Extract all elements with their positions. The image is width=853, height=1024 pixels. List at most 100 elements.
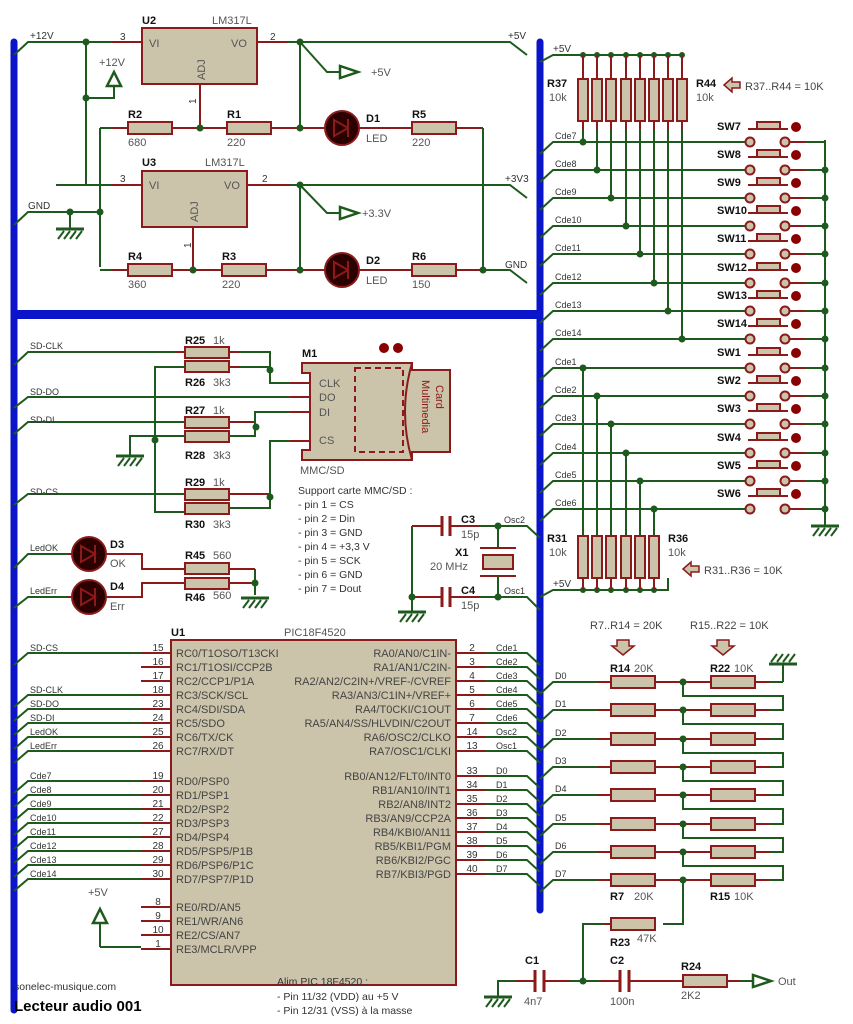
r4-val: 360: [128, 279, 146, 291]
net-label: Cde1: [496, 643, 518, 653]
mcu-ref: U1: [171, 627, 185, 639]
r7-val: 20K: [634, 891, 654, 903]
pin-number: 15: [152, 643, 164, 654]
pin-number: 9: [155, 911, 161, 922]
pin-number: 13: [466, 741, 478, 752]
r44-ref: R44: [696, 78, 717, 90]
r28-ref: R28: [185, 450, 205, 462]
m1-ref: M1: [302, 348, 317, 360]
pin-number: 17: [152, 671, 164, 682]
pin-number: 33: [466, 766, 478, 777]
wire: [682, 682, 784, 711]
r22-ref: R22: [710, 663, 730, 675]
wire: [13, 736, 141, 750]
r5-val: 220: [412, 137, 430, 149]
net-label: D0: [496, 766, 508, 776]
resistor: [610, 732, 656, 746]
switch-indicator: [791, 263, 801, 273]
pin-number: 28: [152, 841, 164, 852]
switch-indicator: [791, 376, 801, 386]
c2-val: 100n: [610, 996, 634, 1008]
r45-ref: R45: [185, 550, 205, 562]
net-label-osc1: Osc1: [504, 586, 525, 596]
switch-ref: SW14: [717, 318, 748, 330]
d4-val: Err: [110, 601, 125, 613]
r6-val: 150: [412, 279, 430, 291]
net-label: D2: [496, 794, 508, 804]
r37-val: 10k: [549, 92, 567, 104]
net-label: SD-CLK: [30, 685, 63, 695]
net-label: Cde6: [496, 713, 518, 723]
pin-number: 27: [152, 827, 164, 838]
pin-name: RD3/PSP3: [176, 818, 229, 830]
note-r31-r36: R31..R36 = 10K: [704, 565, 783, 577]
wire: [539, 367, 745, 381]
junction: [607, 420, 615, 428]
u3-part: LM317L: [205, 157, 245, 169]
net-label-3v3: +3V3: [505, 174, 529, 185]
r45-val: 560: [213, 550, 231, 562]
switch-button: [756, 205, 781, 214]
switch-contact: [779, 220, 791, 232]
drawing-title: Lecteur audio 001: [14, 998, 142, 1015]
net-label: Cde11: [555, 243, 581, 253]
wire: [486, 736, 541, 750]
switch-contact: [779, 475, 791, 487]
wire: [539, 480, 745, 494]
net-label: Cde11: [30, 827, 56, 837]
wire: [486, 845, 541, 859]
wire: [486, 652, 541, 666]
net-label: Cde5: [496, 699, 518, 709]
u2-vi: VI: [149, 38, 159, 50]
wire: [682, 795, 784, 825]
resistor: [610, 845, 656, 859]
pin-name: RC7/RX/DT: [176, 746, 234, 758]
net-label: D3: [555, 756, 567, 766]
switch-button: [756, 121, 781, 130]
wire: [486, 775, 541, 789]
sd-note-line: - pin 1 = CS: [298, 499, 354, 511]
switch-contact: [779, 164, 791, 176]
switch-ref: SW13: [717, 290, 747, 302]
r25-ref: R25: [185, 335, 205, 347]
wire: [13, 822, 141, 836]
resistor: [710, 788, 756, 802]
wire: [486, 859, 541, 873]
junction: [636, 477, 644, 485]
pin-name: RB0/AN12/FLT0/INT0: [344, 771, 451, 783]
pin-number: 21: [152, 799, 164, 810]
resistor: [605, 535, 617, 579]
switch-button: [756, 375, 781, 384]
terminal-3v3: +3.3V: [338, 205, 392, 221]
switch-ref: SW7: [717, 121, 741, 133]
pin-name: RA1/AN1/C2IN-: [373, 662, 451, 674]
resistor: [710, 675, 756, 689]
wire: [539, 338, 745, 352]
pin-number: 24: [152, 713, 164, 724]
switch-button: [756, 262, 781, 271]
wires-u3: [13, 181, 528, 270]
r5-ref: R5: [412, 109, 426, 121]
net-label: Cde14: [30, 869, 57, 879]
net-label: Cde3: [555, 413, 577, 423]
sd-note-line: - pin 6 = GND: [298, 569, 363, 581]
switch-contact: [779, 248, 791, 260]
pin-number: 22: [152, 813, 164, 824]
switch-indicator: [791, 489, 801, 499]
switch-ref: SW2: [717, 375, 741, 387]
terminal-12v: +12V: [99, 57, 126, 88]
switch-ref: SW8: [717, 149, 741, 161]
pin-name: RD0/PSP0: [176, 776, 229, 788]
r15-ref: R15: [710, 891, 730, 903]
wire: [539, 794, 598, 808]
arrow-down-icon: [609, 639, 637, 656]
switch-ref: SW9: [717, 177, 741, 189]
pin-number: 38: [466, 836, 478, 847]
note-r37-r44: R37..R44 = 10K: [745, 81, 824, 93]
r2-ref: R2: [128, 109, 142, 121]
terminal-3v3-label: +3.3V: [362, 208, 392, 220]
junction: [678, 335, 686, 343]
wire: [539, 766, 598, 780]
resistor: [620, 78, 632, 122]
